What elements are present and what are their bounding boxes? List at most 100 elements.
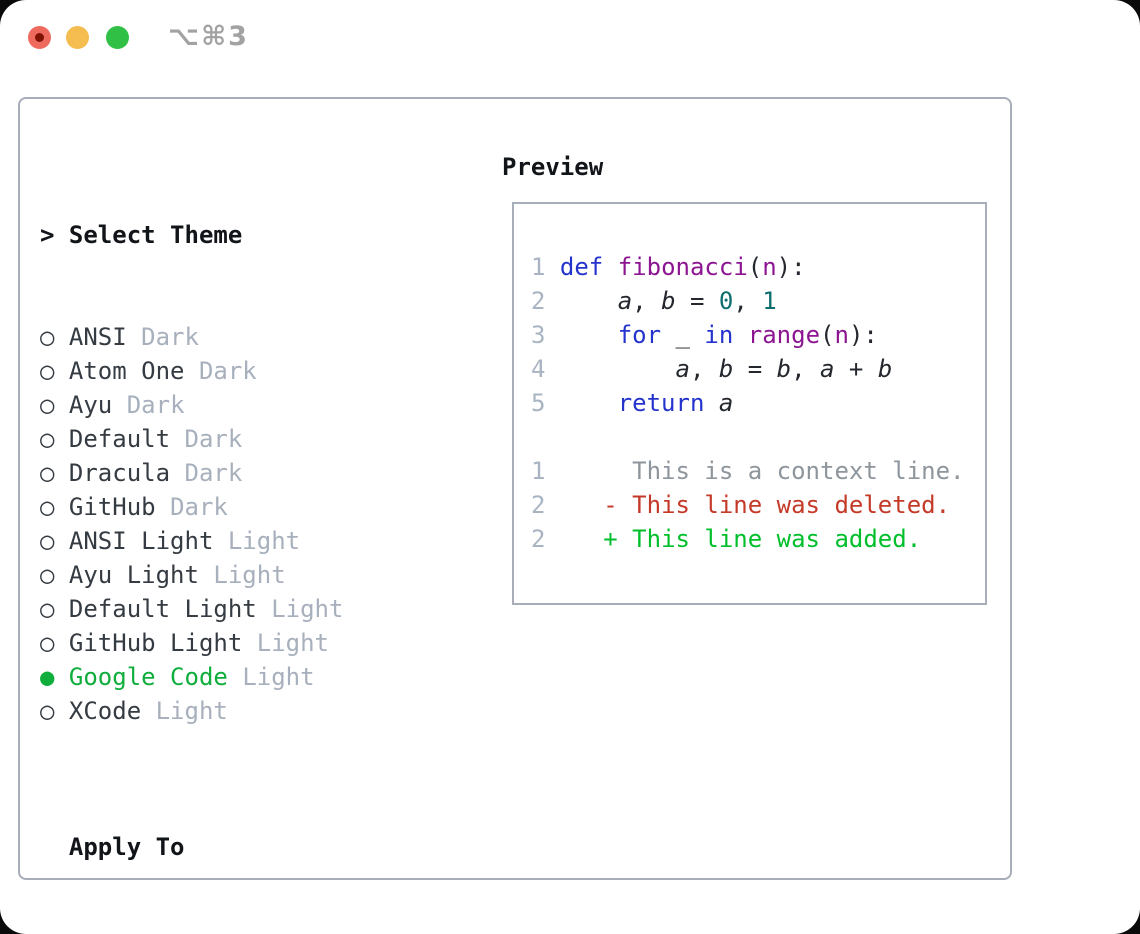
code-token: , — [791, 355, 821, 383]
code-token: for — [617, 321, 662, 349]
theme-item-ansi-light[interactable]: ○ ANSI Light Light — [40, 524, 445, 558]
radio-icon: ○ — [40, 357, 55, 385]
code-token — [733, 321, 747, 349]
line-number: 1 — [531, 253, 546, 281]
theme-name: Atom One — [68, 357, 185, 385]
preview-header: Preview — [502, 153, 604, 181]
theme-variant: Dark — [184, 459, 243, 487]
theme-name: Dracula — [68, 459, 171, 487]
minimize-button[interactable] — [66, 26, 89, 49]
zoom-button[interactable] — [106, 26, 129, 49]
theme-item-github[interactable]: ○ GitHub Dark — [40, 490, 445, 524]
theme-variant: Dark — [141, 323, 199, 351]
code-token: 1 — [762, 287, 777, 315]
code-token: + — [834, 355, 878, 383]
code-token: a — [718, 389, 734, 417]
code-token — [560, 491, 603, 519]
select-theme-label: Select Theme — [68, 221, 243, 249]
code-token: ( — [820, 321, 835, 349]
code-token: def — [559, 253, 604, 281]
line-number: 1 — [531, 457, 546, 485]
code-token — [560, 287, 618, 315]
preview-column: Preview 1 def fibonacci(n):2 a, b = 0, 1… — [498, 150, 987, 605]
code-token: b — [718, 355, 734, 383]
theme-column: > Select Theme ○ ANSI Dark○ Atom One Dar… — [40, 150, 445, 934]
code-token: b — [776, 355, 792, 383]
theme-item-ayu[interactable]: ○ Ayu Dark — [40, 388, 445, 422]
theme-variant: Dark — [184, 425, 243, 453]
theme-name: ANSI — [68, 323, 127, 351]
theme-name: ANSI Light — [68, 527, 214, 555]
theme-item-xcode[interactable]: ○ XCode Light — [40, 694, 445, 728]
theme-name: GitHub — [68, 493, 156, 521]
theme-item-ayu-light[interactable]: ○ Ayu Light Light — [40, 558, 445, 592]
preview-line — [531, 420, 985, 454]
code-token — [603, 253, 617, 281]
code-token: 0 — [718, 287, 734, 315]
theme-name: XCode — [68, 697, 142, 725]
code-token: = — [675, 287, 719, 315]
theme-item-default-light[interactable]: ○ Default Light Light — [40, 592, 445, 626]
code-token: b — [661, 287, 676, 315]
theme-item-default[interactable]: ○ Default Dark — [40, 422, 445, 456]
code-token: - This line was deleted. — [603, 491, 951, 519]
theme-variant: Light — [155, 697, 228, 725]
radio-icon: ○ — [40, 595, 55, 623]
preview-line: 3 for _ in range(n): — [531, 318, 985, 352]
radio-icon: ● — [40, 663, 55, 691]
theme-variant: Light — [227, 527, 301, 555]
close-button[interactable] — [28, 26, 51, 49]
radio-icon: ○ — [40, 697, 55, 725]
line-number: 3 — [531, 321, 546, 349]
theme-name: Ayu Light — [68, 561, 199, 589]
code-token: fibonacci — [617, 253, 748, 281]
preview-line: 1 def fibonacci(n): — [531, 250, 985, 284]
theme-item-google-code[interactable]: ● Google Code Light — [40, 660, 445, 694]
code-token — [560, 457, 632, 485]
code-token: in — [704, 321, 734, 349]
close-button-dot — [35, 33, 44, 42]
code-token: a — [675, 355, 690, 383]
picker-panel: > Select Theme ○ ANSI Dark○ Atom One Dar… — [18, 97, 1012, 880]
radio-icon: ○ — [40, 391, 55, 419]
theme-item-github-light[interactable]: ○ GitHub Light Light — [40, 626, 445, 660]
theme-item-dracula[interactable]: ○ Dracula Dark — [40, 456, 445, 490]
code-token: n — [834, 321, 849, 349]
code-token: n — [762, 253, 777, 281]
radio-icon: ○ — [40, 561, 55, 589]
theme-item-atom-one[interactable]: ○ Atom One Dark — [40, 354, 445, 388]
code-token: This is a context line. — [632, 457, 965, 485]
select-theme-header: > Select Theme — [40, 218, 445, 252]
preview-line: 1 This is a context line. — [531, 454, 985, 488]
line-number: 5 — [531, 389, 546, 417]
code-token: _ — [661, 321, 705, 349]
line-number: 2 — [531, 287, 546, 315]
radio-icon: ○ — [40, 459, 55, 487]
code-token: a — [617, 287, 633, 315]
code-token: ): — [848, 321, 878, 349]
code-token: range — [747, 321, 821, 349]
theme-item-ansi[interactable]: ○ ANSI Dark — [40, 320, 445, 354]
radio-icon: ○ — [40, 425, 55, 453]
radio-icon: ○ — [40, 493, 55, 521]
theme-variant: Dark — [170, 493, 228, 521]
theme-variant: Light — [242, 663, 315, 691]
radio-icon: ○ — [40, 527, 55, 555]
line-number: 2 — [531, 525, 546, 553]
line-number: 2 — [531, 491, 546, 519]
theme-variant: Dark — [198, 357, 257, 385]
code-token — [560, 355, 676, 383]
theme-name: Ayu — [68, 391, 113, 419]
titlebar: ⌥⌘3 — [0, 0, 1140, 74]
theme-variant: Light — [256, 629, 329, 657]
theme-name: Default Light — [68, 595, 257, 623]
code-token: a — [820, 355, 835, 383]
code-token: b — [877, 355, 893, 383]
theme-name: GitHub Light — [68, 629, 243, 657]
radio-icon: ○ — [40, 629, 55, 657]
code-token: = — [733, 355, 777, 383]
code-token — [560, 525, 603, 553]
radio-icon: ○ — [40, 323, 55, 351]
